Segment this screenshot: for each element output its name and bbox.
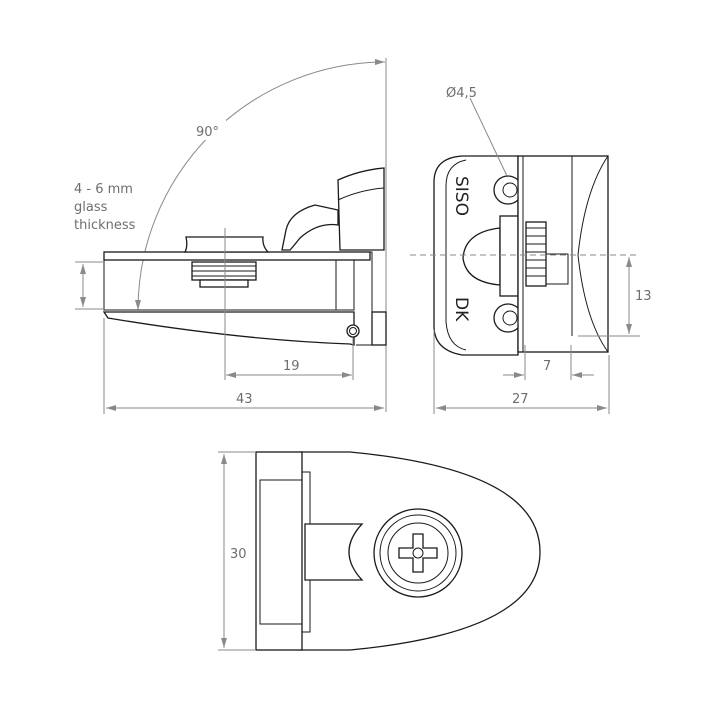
angle-label: 90°: [196, 125, 219, 140]
phillips-cross-icon: [398, 533, 438, 573]
side-view: 90° 4 - 6 mm glass thickness: [74, 58, 387, 414]
upper-jaw: [103, 251, 371, 261]
embossed-dk: DK: [451, 297, 471, 322]
dim-43: 43: [236, 392, 253, 407]
dim-30: 30: [230, 547, 247, 562]
diameter-label: Ø4,5: [446, 86, 477, 101]
front-view: SISO DK Ø4,5 13 7 27: [410, 86, 652, 414]
glass-label-line3: thickness: [74, 218, 136, 233]
dim-19: 19: [283, 359, 300, 374]
dim-13: 13: [635, 289, 652, 304]
glass-label-line1: 4 - 6 mm: [74, 182, 133, 197]
bottom-view: 30: [218, 451, 541, 651]
dim-27: 27: [512, 392, 529, 407]
glass-label-line2: glass: [74, 200, 108, 215]
embossed-siso: SISO: [451, 176, 471, 216]
dim-7: 7: [543, 359, 551, 374]
